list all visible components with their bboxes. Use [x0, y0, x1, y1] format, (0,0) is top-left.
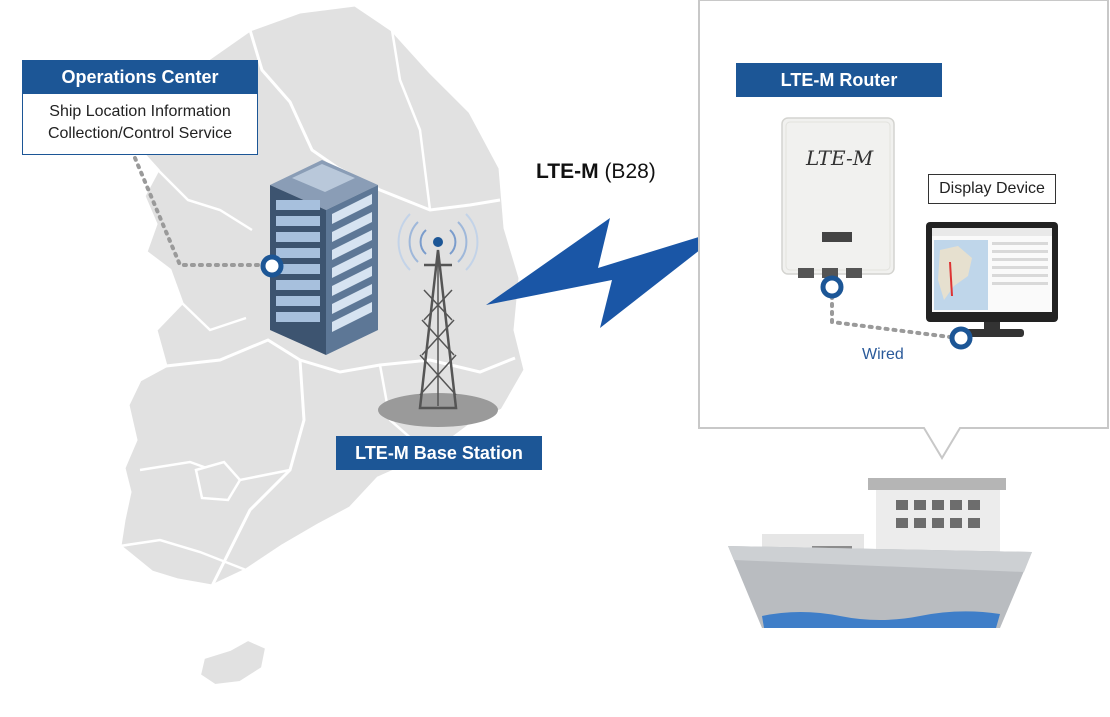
ops-desc-line1: Ship Location Information — [49, 103, 231, 120]
wired-label: Wired — [862, 346, 904, 363]
base-station-label: LTE-M Base Station — [336, 436, 542, 470]
operations-center-title: Operations Center — [22, 60, 258, 94]
ship-icon — [728, 478, 1032, 628]
router-icon — [781, 117, 895, 278]
ship-callout-frame — [698, 0, 1109, 460]
display-device-label: Display Device — [928, 174, 1056, 204]
operations-center-description: Ship Location Information Collection/Con… — [23, 101, 257, 145]
lte-link-name: LTE-M — [536, 160, 599, 183]
lightning-bolt-icon — [486, 218, 728, 328]
router-label: LTE-M Router — [736, 63, 942, 97]
lte-link-band: (B28) — [604, 160, 656, 183]
server-rack-icon — [270, 160, 378, 355]
ops-server-link — [133, 156, 284, 278]
lte-link-label: LTE-M (B28) — [536, 160, 656, 184]
connection-dot-icon — [820, 275, 844, 299]
operations-center-box: Operations Center Ship Location Informat… — [22, 60, 258, 155]
monitor-icon — [926, 222, 1058, 337]
signal-tower-icon — [378, 213, 498, 427]
wired-link — [820, 275, 973, 350]
ops-desc-line2: Collection/Control Service — [47, 125, 233, 142]
router-device-text: LTE-M — [806, 146, 874, 170]
